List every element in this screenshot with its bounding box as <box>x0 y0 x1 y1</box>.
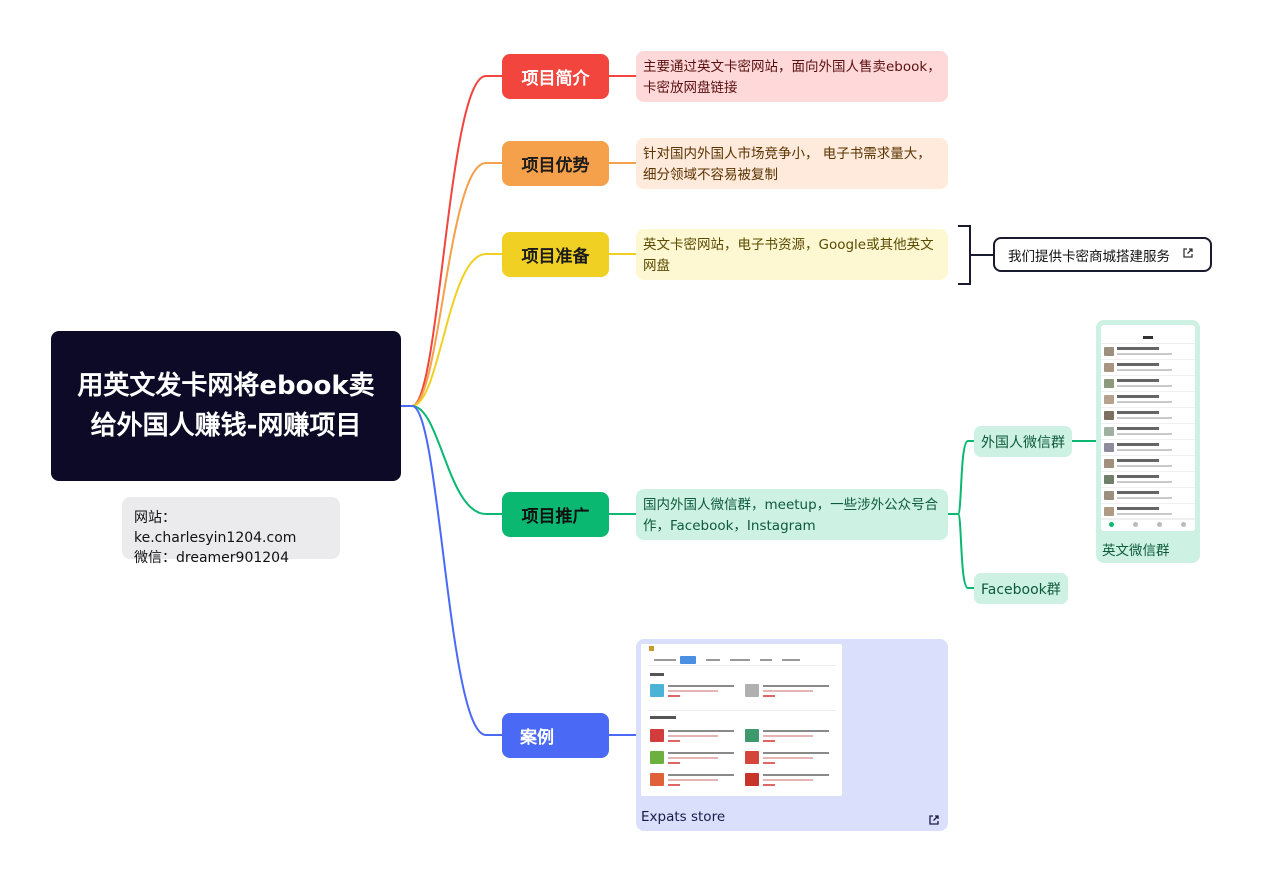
advantage-desc[interactable]: 针对国内外国人市场竞争小， 电子书需求量大，细分领域不容易被复制 <box>636 138 948 189</box>
store-screenshot <box>641 644 842 796</box>
topic-case-label: 案例 <box>520 728 554 748</box>
intro-desc-text: 主要通过英文卡密网站，面向外国人售卖ebook，卡密放网盘链接 <box>643 59 941 96</box>
preparation-desc[interactable]: 英文卡密网站，电子书资源，Google或其他英文网盘 <box>636 229 948 280</box>
service-link-card[interactable]: 我们提供卡密商城搭建服务 <box>993 237 1212 272</box>
topic-advantage-label: 项目优势 <box>521 156 590 176</box>
store-image-card[interactable]: Expats store <box>636 639 948 831</box>
promotion-desc-text: 国内外国人微信群，meetup，一些涉外公众号合作，Facebook，Insta… <box>643 497 939 534</box>
external-link-icon[interactable] <box>928 811 940 830</box>
advantage-desc-text: 针对国内外国人市场竞争小， 电子书需求量大，细分领域不容易被复制 <box>643 146 931 183</box>
wechat-image-caption: 英文微信群 <box>1102 543 1170 559</box>
root-title: 用英文发卡网将ebook卖给外国人赚钱-网赚项目 <box>77 371 375 441</box>
external-link-icon[interactable] <box>1182 247 1194 262</box>
topic-intro-label: 项目简介 <box>521 69 590 89</box>
topic-preparation-label: 项目准备 <box>521 247 590 267</box>
root-topic[interactable]: 用英文发卡网将ebook卖给外国人赚钱-网赚项目 <box>51 331 401 481</box>
website-text: 网站：ke.charlesyin1204.com <box>134 510 297 546</box>
topic-advantage[interactable]: 项目优势 <box>502 141 609 186</box>
contact-info-box: 网站：ke.charlesyin1204.com 微信：dreamer90120… <box>122 497 340 566</box>
sub-topic-facebook-groups[interactable]: Facebook群 <box>974 573 1068 604</box>
intro-desc[interactable]: 主要通过英文卡密网站，面向外国人售卖ebook，卡密放网盘链接 <box>636 51 948 102</box>
wechat-groups-image-card[interactable]: 英文微信群 <box>1096 320 1200 563</box>
wechat-groups-label: 外国人微信群 <box>981 434 1065 451</box>
store-image-caption: Expats store <box>641 809 726 825</box>
preparation-desc-text: 英文卡密网站，电子书资源，Google或其他英文网盘 <box>643 237 934 274</box>
topic-case[interactable]: 案例 <box>502 713 609 758</box>
topic-promotion[interactable]: 项目推广 <box>502 492 609 537</box>
facebook-groups-label: Facebook群 <box>981 581 1061 598</box>
wechat-screenshot <box>1101 325 1195 531</box>
topic-preparation[interactable]: 项目准备 <box>502 232 609 277</box>
wechat-text: 微信：dreamer901204 <box>134 550 289 566</box>
promotion-desc[interactable]: 国内外国人微信群，meetup，一些涉外公众号合作，Facebook，Insta… <box>636 489 948 540</box>
sub-topic-wechat-groups[interactable]: 外国人微信群 <box>974 426 1072 457</box>
service-link-label: 我们提供卡密商城搭建服务 <box>1008 248 1170 265</box>
topic-promotion-label: 项目推广 <box>521 507 590 527</box>
topic-intro[interactable]: 项目简介 <box>502 54 609 99</box>
